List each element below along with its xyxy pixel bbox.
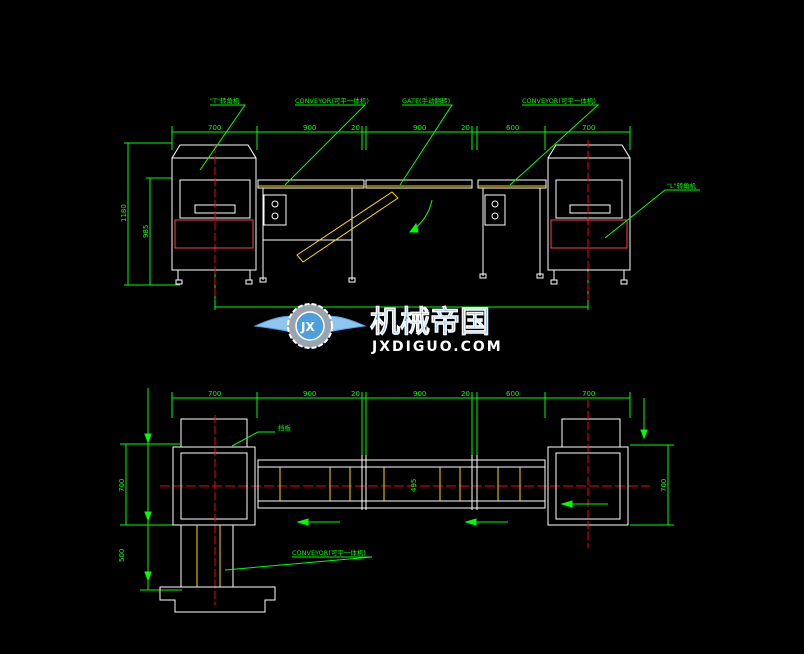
dim-plan-right-700: 700 bbox=[660, 479, 668, 492]
label-gate: GATE(手动翻转) bbox=[402, 96, 450, 105]
label-l-unit: "L"转角机 bbox=[667, 181, 697, 190]
dim-top-3: 20 bbox=[351, 124, 360, 132]
dim-top-4: 900 bbox=[413, 124, 426, 132]
plan-view: 700 900 20 900 20 600 700 700 500 bbox=[118, 388, 674, 613]
gate-elevation bbox=[296, 179, 473, 263]
t-unit-elevation bbox=[171, 144, 257, 300]
dim-985: 985 bbox=[142, 225, 150, 238]
label-conveyor-2: CONVEYOR(可平一体机) bbox=[522, 96, 596, 105]
conveyor-bed-plan bbox=[257, 455, 546, 510]
l-unit-elevation bbox=[547, 140, 631, 300]
gear-wings-icon bbox=[253, 303, 367, 349]
dim-plan-1: 700 bbox=[208, 390, 221, 398]
dim-top-7: 700 bbox=[582, 124, 595, 132]
elevation-leaders bbox=[199, 104, 700, 239]
dim-plan-6: 600 bbox=[506, 390, 519, 398]
logo-badge: JX bbox=[300, 320, 315, 334]
conveyor-1-elevation bbox=[257, 179, 365, 283]
l-unit-plan bbox=[547, 400, 629, 548]
dim-plan-4: 900 bbox=[413, 390, 426, 398]
flow-arrows bbox=[296, 500, 608, 526]
dim-plan-left-700: 700 bbox=[118, 479, 126, 492]
plan-leaders bbox=[224, 431, 373, 571]
left-dimensions bbox=[124, 142, 180, 286]
dim-plan-2: 900 bbox=[303, 390, 316, 398]
label-plan-note: 挡板 bbox=[278, 423, 292, 432]
lower-conveyor-plan bbox=[159, 524, 276, 613]
dim-1180: 1180 bbox=[120, 204, 128, 222]
label-t-unit: "T"转角机 bbox=[210, 96, 240, 105]
conveyor-2-elevation bbox=[477, 179, 547, 279]
plan-right-dimension bbox=[630, 398, 674, 526]
logo-cn: 机械帝国 bbox=[370, 305, 490, 340]
dim-plan-5: 20 bbox=[461, 390, 470, 398]
label-conveyor-1: CONVEYOR(可平一体机) bbox=[295, 96, 369, 105]
dim-top-5: 20 bbox=[461, 124, 470, 132]
plan-top-dimension-chain bbox=[171, 392, 631, 455]
dim-top-2: 900 bbox=[303, 124, 316, 132]
dim-plan-7: 700 bbox=[582, 390, 595, 398]
dim-top-1: 700 bbox=[208, 124, 221, 132]
dim-plan-3: 20 bbox=[351, 390, 360, 398]
plan-left-dimensions bbox=[120, 388, 182, 591]
logo-en: JXDIGUO.COM bbox=[371, 339, 503, 355]
label-conveyor-bottom: CONVEYOR(可平一体机) bbox=[292, 548, 366, 557]
dim-plan-left-500: 500 bbox=[118, 549, 126, 562]
elevation-view: 700 900 20 900 20 600 700 1180 985 bbox=[120, 96, 700, 310]
dim-top-6: 600 bbox=[506, 124, 519, 132]
dim-plan-495: 495 bbox=[410, 479, 418, 492]
logo: JX 机械帝国 JXDIGUO.COM bbox=[253, 303, 503, 355]
top-dimension-chain bbox=[171, 126, 631, 150]
